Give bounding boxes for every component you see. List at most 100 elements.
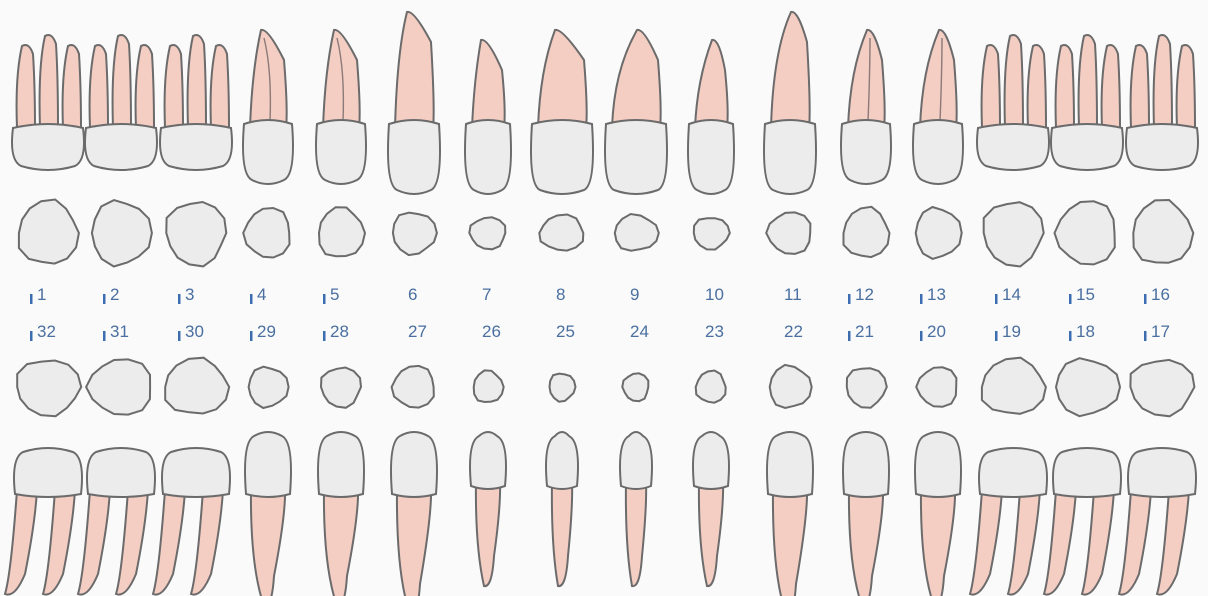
tooth-4[interactable] — [243, 30, 293, 184]
tooth-29-occlusal[interactable] — [249, 367, 289, 408]
tooth-30-marker — [178, 331, 181, 341]
tooth-6-label: 6 — [408, 285, 417, 304]
tooth-6-occlusal[interactable] — [393, 213, 437, 256]
tooth-28-occlusal[interactable] — [321, 368, 361, 408]
tooth-1-label: 1 — [37, 285, 46, 304]
tooth-13-label: 13 — [927, 285, 946, 304]
tooth-15-label: 15 — [1076, 285, 1095, 304]
tooth-11[interactable] — [764, 12, 816, 194]
tooth-30-occlusal[interactable] — [165, 358, 229, 414]
tooth-2-label: 2 — [110, 285, 119, 304]
tooth-8-occlusal[interactable] — [539, 215, 583, 251]
tooth-20[interactable] — [915, 432, 961, 596]
tooth-29-label: 29 — [257, 322, 276, 341]
tooth-17-occlusal[interactable] — [1130, 360, 1194, 416]
tooth-24[interactable] — [620, 432, 652, 586]
tooth-5-label: 5 — [330, 285, 339, 304]
tooth-16[interactable] — [1126, 35, 1198, 170]
tooth-7-occlusal[interactable] — [469, 217, 505, 249]
tooth-2-marker — [103, 294, 106, 304]
tooth-19-occlusal[interactable] — [982, 358, 1046, 414]
tooth-7[interactable] — [465, 40, 511, 194]
tooth-31-occlusal[interactable] — [86, 359, 150, 414]
tooth-22-label: 22 — [784, 322, 803, 341]
tooth-26-occlusal[interactable] — [474, 370, 504, 402]
tooth-13[interactable] — [913, 30, 963, 184]
tooth-10-label: 10 — [705, 285, 724, 304]
tooth-9-occlusal[interactable] — [615, 214, 659, 251]
tooth-1[interactable] — [12, 35, 84, 170]
tooth-29[interactable] — [245, 432, 291, 596]
tooth-23-occlusal[interactable] — [696, 371, 726, 403]
tooth-6[interactable] — [388, 12, 440, 194]
tooth-20-occlusal[interactable] — [916, 367, 956, 407]
tooth-3-marker — [178, 294, 181, 304]
tooth-21[interactable] — [843, 432, 889, 596]
tooth-30[interactable] — [153, 448, 230, 595]
tooth-17[interactable] — [1119, 448, 1196, 595]
tooth-10-occlusal[interactable] — [694, 218, 730, 249]
tooth-12[interactable] — [841, 30, 891, 184]
tooth-15-occlusal[interactable] — [1055, 201, 1115, 264]
tooth-3-label: 3 — [185, 285, 194, 304]
tooth-24-occlusal[interactable] — [622, 373, 648, 401]
tooth-18-label: 18 — [1076, 322, 1095, 341]
tooth-18-occlusal[interactable] — [1056, 358, 1120, 416]
tooth-5[interactable] — [316, 30, 366, 184]
tooth-1-marker — [30, 294, 33, 304]
tooth-14[interactable] — [977, 35, 1049, 170]
tooth-26-label: 26 — [482, 322, 501, 341]
tooth-13-marker — [920, 294, 923, 304]
tooth-2[interactable] — [85, 35, 157, 170]
tooth-18[interactable] — [1044, 448, 1121, 595]
tooth-32-occlusal[interactable] — [17, 361, 81, 417]
tooth-26[interactable] — [470, 432, 506, 586]
tooth-16-occlusal[interactable] — [1133, 200, 1193, 263]
tooth-3-occlusal[interactable] — [166, 202, 226, 266]
tooth-25-label: 25 — [556, 322, 575, 341]
tooth-20-marker — [920, 331, 923, 341]
tooth-28-label: 28 — [330, 322, 349, 341]
tooth-12-occlusal[interactable] — [844, 207, 890, 257]
tooth-5-occlusal[interactable] — [319, 207, 365, 256]
tooth-2-occlusal[interactable] — [92, 200, 152, 266]
tooth-4-occlusal[interactable] — [243, 208, 289, 258]
tooth-3[interactable] — [160, 35, 232, 170]
tooth-23-label: 23 — [705, 322, 724, 341]
tooth-10[interactable] — [688, 40, 734, 194]
tooth-17-label: 17 — [1151, 322, 1170, 341]
tooth-12-label: 12 — [855, 285, 874, 304]
tooth-8-label: 8 — [556, 285, 565, 304]
tooth-27[interactable] — [391, 432, 437, 596]
tooth-19[interactable] — [970, 448, 1047, 595]
tooth-11-occlusal[interactable] — [766, 212, 810, 254]
tooth-8[interactable] — [531, 30, 593, 194]
tooth-25-occlusal[interactable] — [550, 374, 576, 402]
tooth-1-occlusal[interactable] — [19, 200, 79, 264]
tooth-28-marker — [323, 331, 326, 341]
tooth-24-label: 24 — [630, 322, 649, 341]
tooth-21-occlusal[interactable] — [847, 368, 887, 407]
tooth-13-occlusal[interactable] — [916, 207, 962, 259]
tooth-18-marker — [1069, 331, 1072, 341]
tooth-21-marker — [848, 331, 851, 341]
tooth-12-marker — [848, 294, 851, 304]
tooth-15[interactable] — [1051, 35, 1123, 170]
tooth-28[interactable] — [318, 432, 364, 596]
tooth-29-marker — [250, 331, 253, 341]
tooth-9[interactable] — [605, 30, 667, 194]
tooth-27-occlusal[interactable] — [392, 366, 434, 408]
tooth-4-label: 4 — [257, 285, 266, 304]
tooth-32[interactable] — [5, 448, 82, 595]
tooth-22-occlusal[interactable] — [770, 365, 812, 408]
tooth-25[interactable] — [546, 432, 578, 586]
tooth-31-marker — [103, 331, 106, 341]
tooth-23[interactable] — [693, 432, 729, 586]
tooth-9-label: 9 — [630, 285, 639, 304]
tooth-7-label: 7 — [482, 285, 491, 304]
tooth-4-marker — [250, 294, 253, 304]
tooth-22[interactable] — [767, 432, 813, 596]
tooth-30-label: 30 — [185, 322, 204, 341]
tooth-31[interactable] — [78, 448, 155, 595]
tooth-14-occlusal[interactable] — [984, 202, 1044, 266]
